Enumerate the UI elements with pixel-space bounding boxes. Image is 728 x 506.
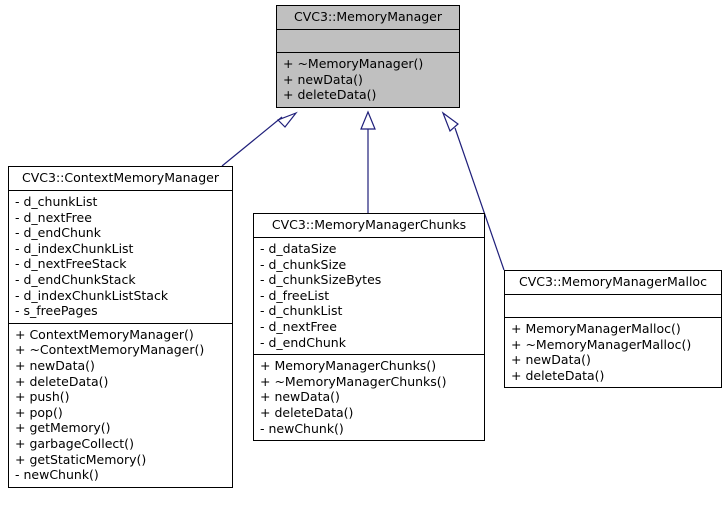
class-box-memorymanager[interactable]: CVC3::MemoryManager + ~MemoryManager() +… bbox=[276, 5, 460, 108]
operation-row: + deleteData() bbox=[260, 404, 354, 420]
operation-row: + pop() bbox=[15, 404, 63, 420]
attribute-row: - d_endChunkStack bbox=[15, 271, 136, 287]
attribute-row: - d_indexChunkListStack bbox=[15, 287, 169, 303]
operation-row: + garbageCollect() bbox=[15, 435, 134, 451]
attribute-row: - d_nextFree bbox=[260, 318, 337, 334]
attributes-compartment-memorymanager bbox=[277, 30, 459, 53]
edge-memorymanagerchunks-to-memorymanager bbox=[360, 110, 376, 213]
operation-row: + deleteData() bbox=[511, 367, 605, 383]
edge-contextmemorymanager-to-memorymanager bbox=[221, 111, 298, 167]
operation-row: - newChunk() bbox=[260, 420, 344, 436]
attribute-row: - d_dataSize bbox=[260, 241, 337, 256]
operation-row: + getMemory() bbox=[15, 420, 111, 436]
operations-compartment-memorymanager: + ~MemoryManager() + newData() + deleteD… bbox=[277, 53, 459, 107]
operations-compartment-memorymanagermalloc: + MemoryManagerMalloc() + ~MemoryManager… bbox=[505, 318, 721, 387]
operation-row: + MemoryManagerMalloc() bbox=[511, 321, 681, 336]
class-box-contextmemorymanager[interactable]: CVC3::ContextMemoryManager - d_chunkList… bbox=[8, 166, 233, 488]
operation-row: + newData() bbox=[260, 389, 340, 405]
operations-compartment-memorymanagerchunks: + MemoryManagerChunks() + ~MemoryManager… bbox=[254, 355, 484, 440]
attribute-row: - s_freePages bbox=[15, 303, 98, 319]
operation-row: + MemoryManagerChunks() bbox=[260, 358, 437, 374]
operation-row: + getStaticMemory() bbox=[15, 451, 147, 467]
operation-row: + ~MemoryManagerMalloc() bbox=[511, 336, 692, 352]
operation-row: + push() bbox=[15, 389, 70, 405]
class-name-memorymanagermalloc: CVC3::MemoryManagerMalloc bbox=[505, 271, 721, 295]
operation-row: + ~ContextMemoryManager() bbox=[15, 342, 205, 358]
operation-row: - newChunk() bbox=[15, 467, 99, 483]
attributes-compartment-memorymanagermalloc bbox=[505, 295, 721, 318]
class-name-memorymanager: CVC3::MemoryManager bbox=[277, 6, 459, 30]
attribute-row: - d_indexChunkList bbox=[15, 240, 134, 256]
class-box-memorymanagerchunks[interactable]: CVC3::MemoryManagerChunks - d_dataSize -… bbox=[253, 213, 485, 442]
operation-row: + newData() bbox=[283, 71, 363, 87]
class-name-memorymanagerchunks: CVC3::MemoryManagerChunks bbox=[254, 214, 484, 238]
operation-row: + newData() bbox=[511, 352, 591, 368]
operation-row: + ~MemoryManager() bbox=[283, 56, 424, 71]
attribute-row: - d_endChunk bbox=[15, 225, 101, 241]
operation-row: + ~MemoryManagerChunks() bbox=[260, 373, 447, 389]
attribute-row: - d_nextFree bbox=[15, 209, 92, 225]
operations-compartment-contextmemorymanager: + ContextMemoryManager() + ~ContextMemor… bbox=[9, 324, 232, 487]
attribute-row: - d_chunkList bbox=[260, 303, 343, 319]
operation-row: + newData() bbox=[15, 357, 95, 373]
class-name-contextmemorymanager: CVC3::ContextMemoryManager bbox=[9, 167, 232, 191]
class-box-memorymanagermalloc[interactable]: CVC3::MemoryManagerMalloc + MemoryManage… bbox=[504, 270, 722, 389]
attribute-row: - d_chunkList bbox=[15, 194, 98, 209]
attributes-compartment-contextmemorymanager: - d_chunkList - d_nextFree - d_endChunk … bbox=[9, 191, 232, 324]
operation-row: + ContextMemoryManager() bbox=[15, 326, 194, 342]
attribute-row: - d_nextFreeStack bbox=[15, 256, 127, 272]
attribute-row: - d_chunkSize bbox=[260, 256, 347, 272]
attributes-compartment-memorymanagerchunks: - d_dataSize - d_chunkSize - d_chunkSize… bbox=[254, 238, 484, 356]
attribute-row: - d_endChunk bbox=[260, 334, 346, 350]
operation-row: + deleteData() bbox=[283, 87, 377, 103]
attribute-row: - d_freeList bbox=[260, 287, 330, 303]
attribute-row: - d_chunkSizeBytes bbox=[260, 272, 382, 288]
operation-row: + deleteData() bbox=[15, 373, 109, 389]
